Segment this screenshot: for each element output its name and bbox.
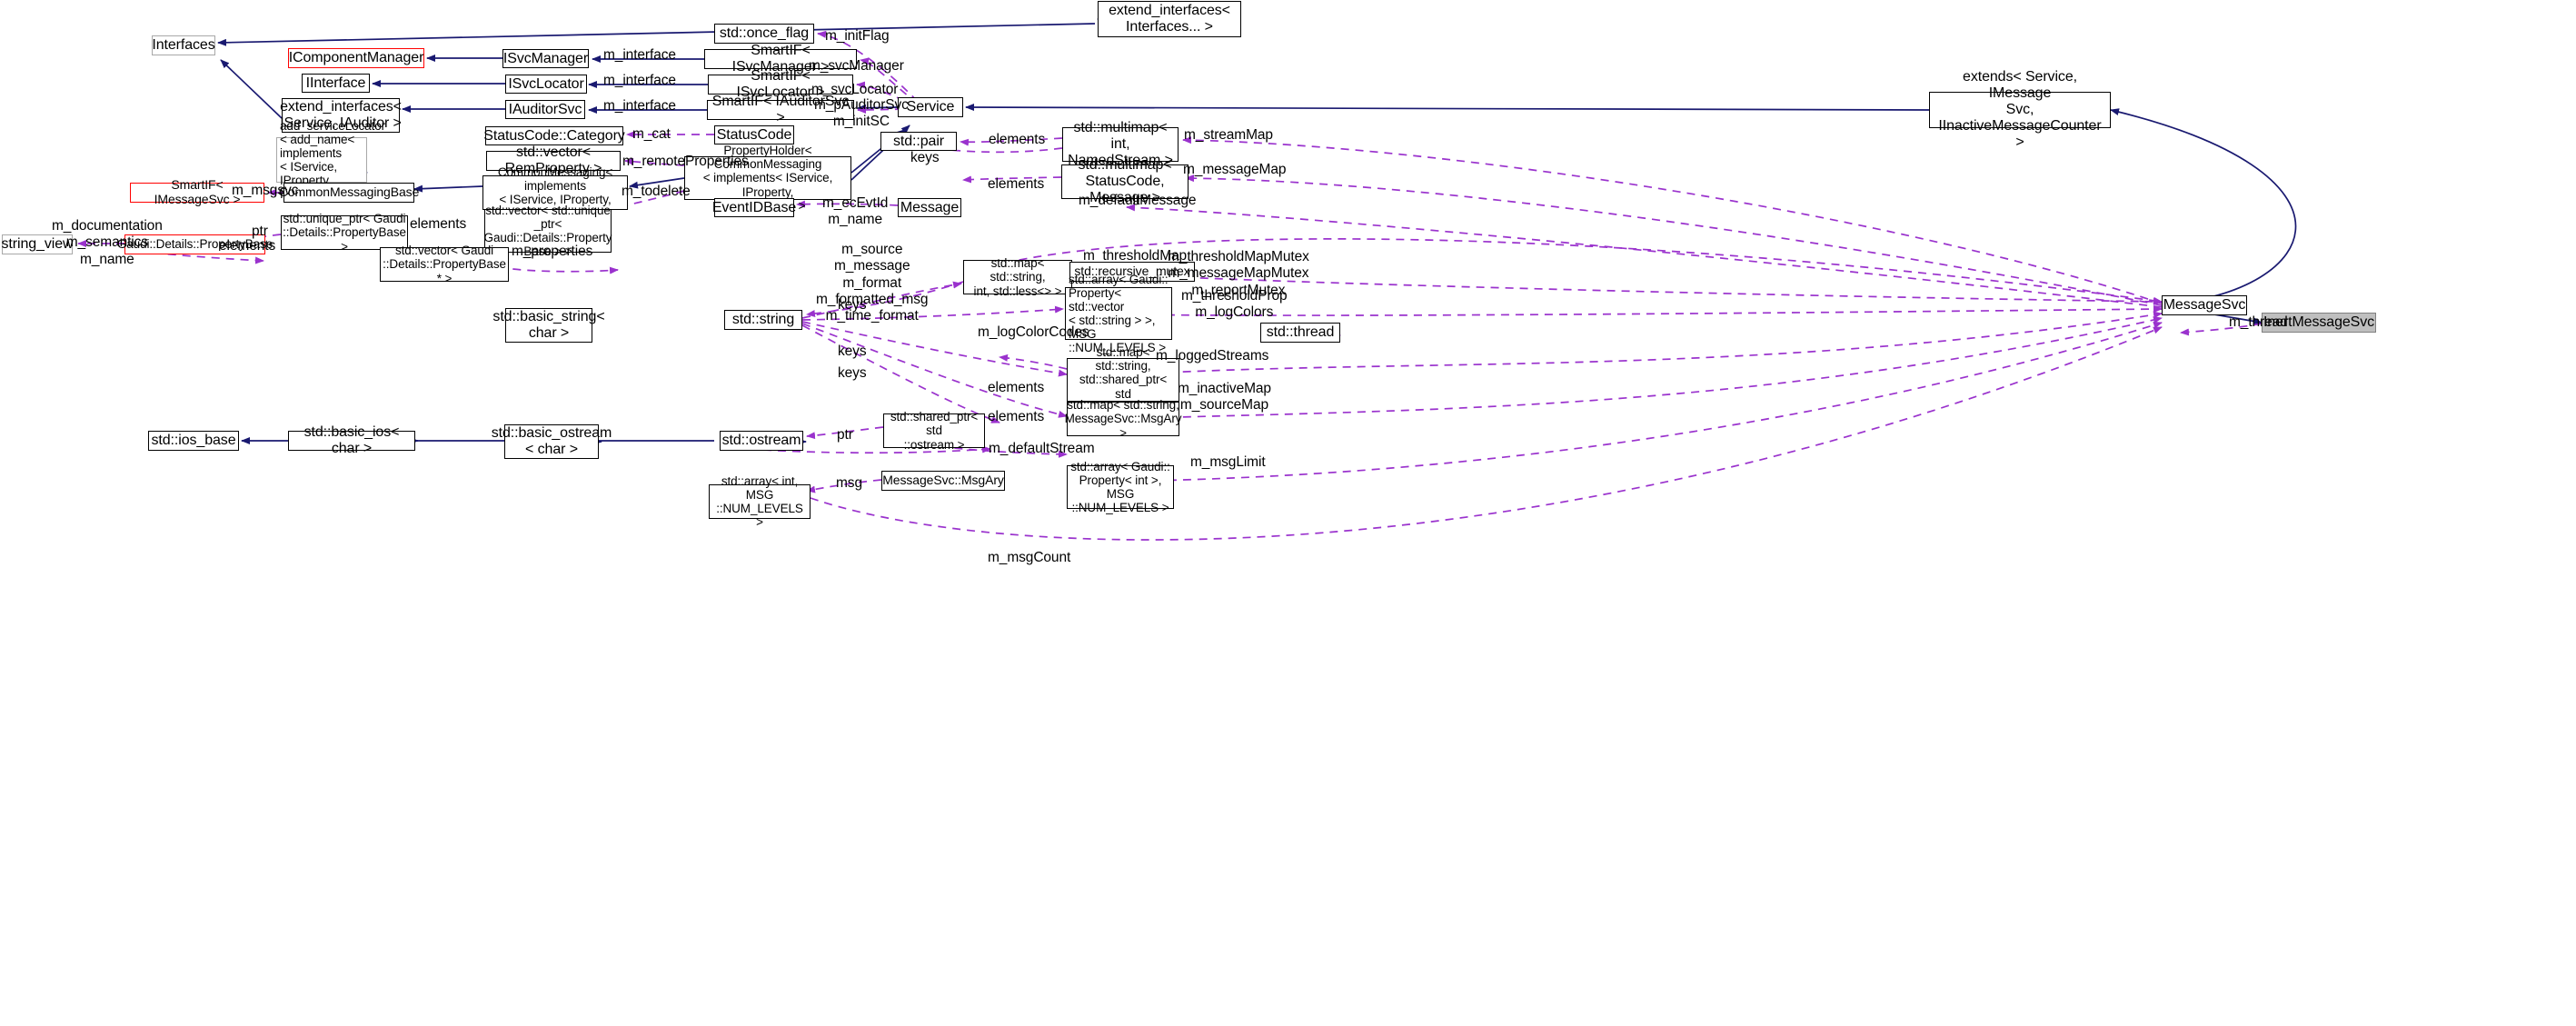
node-std-ostream[interactable]: std::ostream (720, 431, 803, 451)
node-std-once-flag[interactable]: std::once_flag (714, 24, 814, 44)
edge-label-keys-3: keys (838, 365, 867, 381)
node-iauditorsvc[interactable]: IAuditorSvc (505, 100, 585, 119)
edge-label-m-initflag: m_initFlag (825, 28, 890, 44)
edge-label-m-pauditorsvc-initsc: m_pAuditorSvc m_initSC (814, 97, 909, 130)
node-statuscode[interactable]: StatusCode (714, 125, 794, 144)
node-basic-ios-char[interactable]: std::basic_ios< char > (288, 424, 415, 456)
node-eventidbase[interactable]: EventIDBase (712, 198, 796, 217)
edge-label-elements-msgary: elements (988, 409, 1045, 424)
node-std-ios-base[interactable]: std::ios_base (148, 431, 239, 451)
edge-label-elements-shared-ptr: elements (988, 380, 1045, 395)
edge-label-m-thread: m_thread (2229, 314, 2288, 330)
edge-label-m-defaultstream: m_defaultStream (989, 441, 1095, 456)
node-multimap-statuscode-message[interactable]: std::multimap< StatusCode, Message > (1061, 157, 1189, 205)
node-isvclocator[interactable]: ISvcLocator (505, 75, 587, 94)
node-extend-interfaces-pack[interactable]: extend_interfaces< Interfaces... > (1098, 1, 1241, 37)
edge-label-m-remoteproperties: m_remoteProperties (622, 154, 749, 169)
node-map-string-msgary[interactable]: std::map< std::string, MessageSvc::MsgAr… (1064, 398, 1182, 440)
edge-label-m-todelete: m_todelete (622, 184, 691, 199)
node-string-view[interactable]: string_view (2, 234, 74, 254)
edge-label-msg: msg (836, 475, 862, 491)
edge-label-m-inactivemap-sourcemap: m_inactiveMap m_sourceMap (1178, 381, 1271, 413)
node-messagesvc[interactable]: MessageSvc (2162, 295, 2247, 315)
node-vector-remproperty[interactable]: std::vector< RemProperty > (486, 144, 621, 176)
node-extends-service-imessagesvc[interactable]: extends< Service, IMessage Svc, IInactiv… (1929, 69, 2111, 150)
node-statuscode-category[interactable]: StatusCode::Category (483, 126, 625, 145)
edge-label-m-msgsvc: m_msgsvc (232, 183, 299, 198)
edge-label-elements-propertybase: elements (219, 238, 276, 254)
node-extend-interfaces-iservice-iauditor[interactable]: extend_interfaces< IService, IAuditor > (280, 98, 402, 133)
edge-label-m-msglimit: m_msgLimit (1190, 454, 1266, 470)
node-add-servicelocator[interactable]: add_serviceLocator < add_name< implement… (276, 119, 385, 201)
edge-label-m-svcmanager: m_svcManager (809, 58, 904, 74)
edge-label-keys-statuscode: keys (910, 150, 940, 165)
edge-label-ptr-ostream: ptr (837, 427, 853, 443)
node-map-string-int-less[interactable]: std::map< std::string, int, std::less<> … (963, 256, 1072, 298)
node-multimap-int-namedstream[interactable]: std::multimap< int, NamedStream > (1062, 120, 1179, 168)
edge-label-m-loggedstreams: m_loggedStreams (1156, 348, 1269, 364)
edge-label-m-properties: m_properties (512, 244, 593, 259)
edge-label-elements-messagemap: elements (988, 176, 1045, 192)
edge-label-m-interface-3: m_interface (603, 98, 676, 114)
node-isvcmanager[interactable]: ISvcManager (502, 49, 589, 68)
edge-label-m-defaultmessage: m_defaultMessage (1079, 193, 1197, 208)
edge-label-m-logcolorcodes: m_logColorCodes (978, 324, 1089, 340)
edge-label-m-cat: m_cat (632, 126, 671, 142)
node-icomponentmanager[interactable]: IComponentManager (288, 48, 424, 68)
edge-label-m-messagemap: m_messageMap (1183, 162, 1287, 177)
node-smartif-imessagesvc[interactable]: SmartIF< IMessageSvc > (130, 177, 264, 206)
node-interfaces[interactable]: Interfaces (152, 35, 215, 55)
node-array-int-msg-numlevels[interactable]: std::array< int, MSG ::NUM_LEVELS > (709, 474, 811, 529)
edge-label-m-streammap: m_streamMap (1184, 127, 1273, 143)
node-basic-ostream-char[interactable]: std::basic_ostream < char > (491, 424, 612, 459)
edge-label-elements-unique-ptr: elements (410, 216, 467, 232)
node-array-property-int[interactable]: std::array< Gaudi:: Property< int >, MSG… (1067, 460, 1174, 514)
node-smartif-iauditorsvc[interactable]: SmartIF< IAuditorSvc > (707, 94, 854, 125)
edge-label-keys-1: keys (838, 297, 867, 313)
node-iinterface[interactable]: IInterface (302, 74, 370, 93)
node-unique-ptr-propertybase[interactable]: std::unique_ptr< Gaudi ::Details::Proper… (281, 212, 408, 254)
node-commonmessagingbase[interactable]: CommonMessagingBase (279, 183, 419, 203)
edge-label-m-documentation-group: m_documentation m_semantics m_name (52, 218, 163, 267)
edge-label-m-thresholdprop-logcolors: m_thresholdProp m_logColors (1181, 288, 1288, 321)
node-inertmessagesvc[interactable]: InertMessageSvc (2262, 313, 2376, 333)
edge-label-keys-2: keys (838, 344, 867, 359)
node-vector-propertybase-ptr[interactable]: std::vector< Gaudi ::Details::PropertyBa… (380, 244, 509, 285)
node-shared-ptr-ostream[interactable]: std::shared_ptr< std ::ostream > (883, 410, 985, 452)
edge-label-m-interface-2: m_interface (603, 73, 676, 88)
node-basic-string-char[interactable]: std::basic_string< char > (492, 308, 605, 343)
edge-label-elements-streammap: elements (989, 132, 1046, 147)
edge-label-m-ecevtid-name: m_ecEvtId m_name (822, 195, 889, 228)
node-std-pair[interactable]: std::pair (880, 132, 957, 151)
node-messagesvc-msgary[interactable]: MessageSvc::MsgAry (881, 471, 1005, 491)
edge-label-m-interface-1: m_interface (603, 47, 676, 63)
edge-label-m-msgcount: m_msgCount (988, 550, 1071, 565)
node-message[interactable]: Message (898, 198, 961, 217)
node-std-string[interactable]: std::string (724, 310, 802, 330)
edge-label-m-source-group: m_source m_message m_format m_formatted_… (816, 242, 929, 324)
node-std-thread[interactable]: std::thread (1260, 323, 1340, 343)
edge-label-m-svclocator: m_svcLocator (811, 82, 899, 97)
